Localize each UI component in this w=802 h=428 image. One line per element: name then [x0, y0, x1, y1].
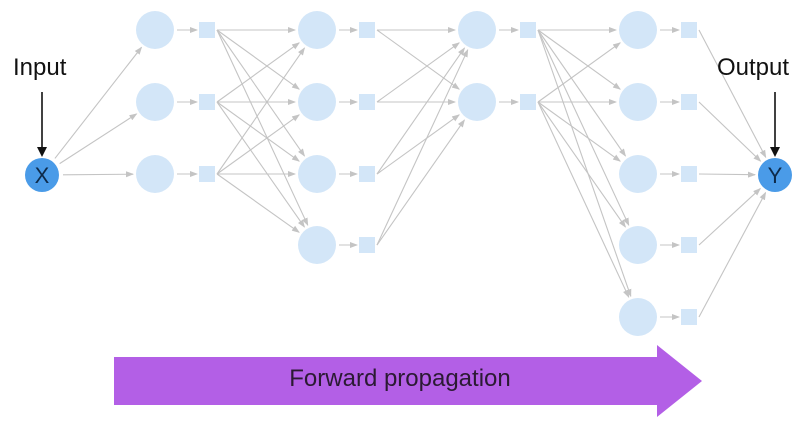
connection-edge	[216, 29, 309, 226]
connection-edge	[698, 191, 767, 318]
hidden-neuron	[458, 11, 496, 49]
connection-edge	[216, 114, 300, 175]
connection-edge	[537, 29, 621, 90]
connection-edge	[216, 101, 305, 228]
hidden-neuron	[136, 155, 174, 193]
connection-edge	[216, 42, 300, 103]
connection-edge	[537, 101, 626, 228]
connection-edge	[698, 29, 767, 159]
activation-box	[359, 166, 375, 182]
connection-edge	[216, 173, 300, 233]
input-node	[25, 158, 59, 192]
activation-box	[359, 237, 375, 253]
hidden-neuron	[619, 11, 657, 49]
connection-edge	[376, 119, 465, 246]
connection-edge	[216, 29, 306, 157]
output-node-label: Y	[768, 163, 783, 188]
activation-box	[199, 166, 215, 182]
activation-box	[681, 94, 697, 110]
connection-edge	[376, 47, 466, 175]
activation-box	[359, 22, 375, 38]
hidden-neuron	[458, 83, 496, 121]
connection-edge	[376, 42, 460, 103]
activation-box	[681, 237, 697, 253]
connection-edge	[216, 47, 306, 175]
connection-edge	[698, 171, 757, 178]
activation-box	[520, 94, 536, 110]
hidden-neuron	[136, 83, 174, 121]
activation-box	[199, 94, 215, 110]
hidden-neuron	[298, 226, 336, 264]
connection-edge	[376, 114, 460, 175]
connection-edge	[376, 49, 469, 246]
connection-edge	[537, 29, 627, 157]
io-pointer-arrows	[37, 92, 780, 157]
connection-edge	[537, 101, 630, 298]
connection-edge	[537, 42, 621, 103]
activation-box	[681, 22, 697, 38]
hidden-neuron	[298, 11, 336, 49]
connection-edge	[59, 113, 138, 165]
hidden-neuron	[298, 83, 336, 121]
forward-propagation-arrow	[114, 345, 702, 417]
hidden-neuron	[619, 298, 657, 336]
hidden-neuron	[298, 155, 336, 193]
activation-box	[199, 22, 215, 38]
connection-edge	[537, 29, 632, 298]
hidden-neuron	[619, 226, 657, 264]
hidden-neuron	[136, 11, 174, 49]
connection-edge	[216, 29, 300, 90]
connection-edge	[537, 29, 630, 226]
activation-box	[359, 94, 375, 110]
forward-propagation-label: Forward propagation	[289, 365, 511, 392]
input-label: Input	[13, 54, 67, 81]
connection-edge	[216, 101, 300, 162]
connection-edge	[537, 101, 621, 162]
hidden-neuron	[619, 155, 657, 193]
activation-box	[681, 309, 697, 325]
output-node	[758, 158, 792, 192]
input-node-label: X	[35, 163, 50, 188]
connection-edge	[62, 171, 135, 178]
connection-edge	[698, 187, 762, 246]
hidden-neuron	[619, 83, 657, 121]
connection-edge	[54, 46, 143, 159]
connection-edge	[376, 29, 460, 90]
activation-box	[681, 166, 697, 182]
connection-edge	[698, 101, 762, 162]
connection-edges	[54, 27, 767, 320]
output-label: Output	[717, 54, 790, 81]
activation-box	[520, 22, 536, 38]
forward-arrow-shape	[114, 345, 702, 417]
